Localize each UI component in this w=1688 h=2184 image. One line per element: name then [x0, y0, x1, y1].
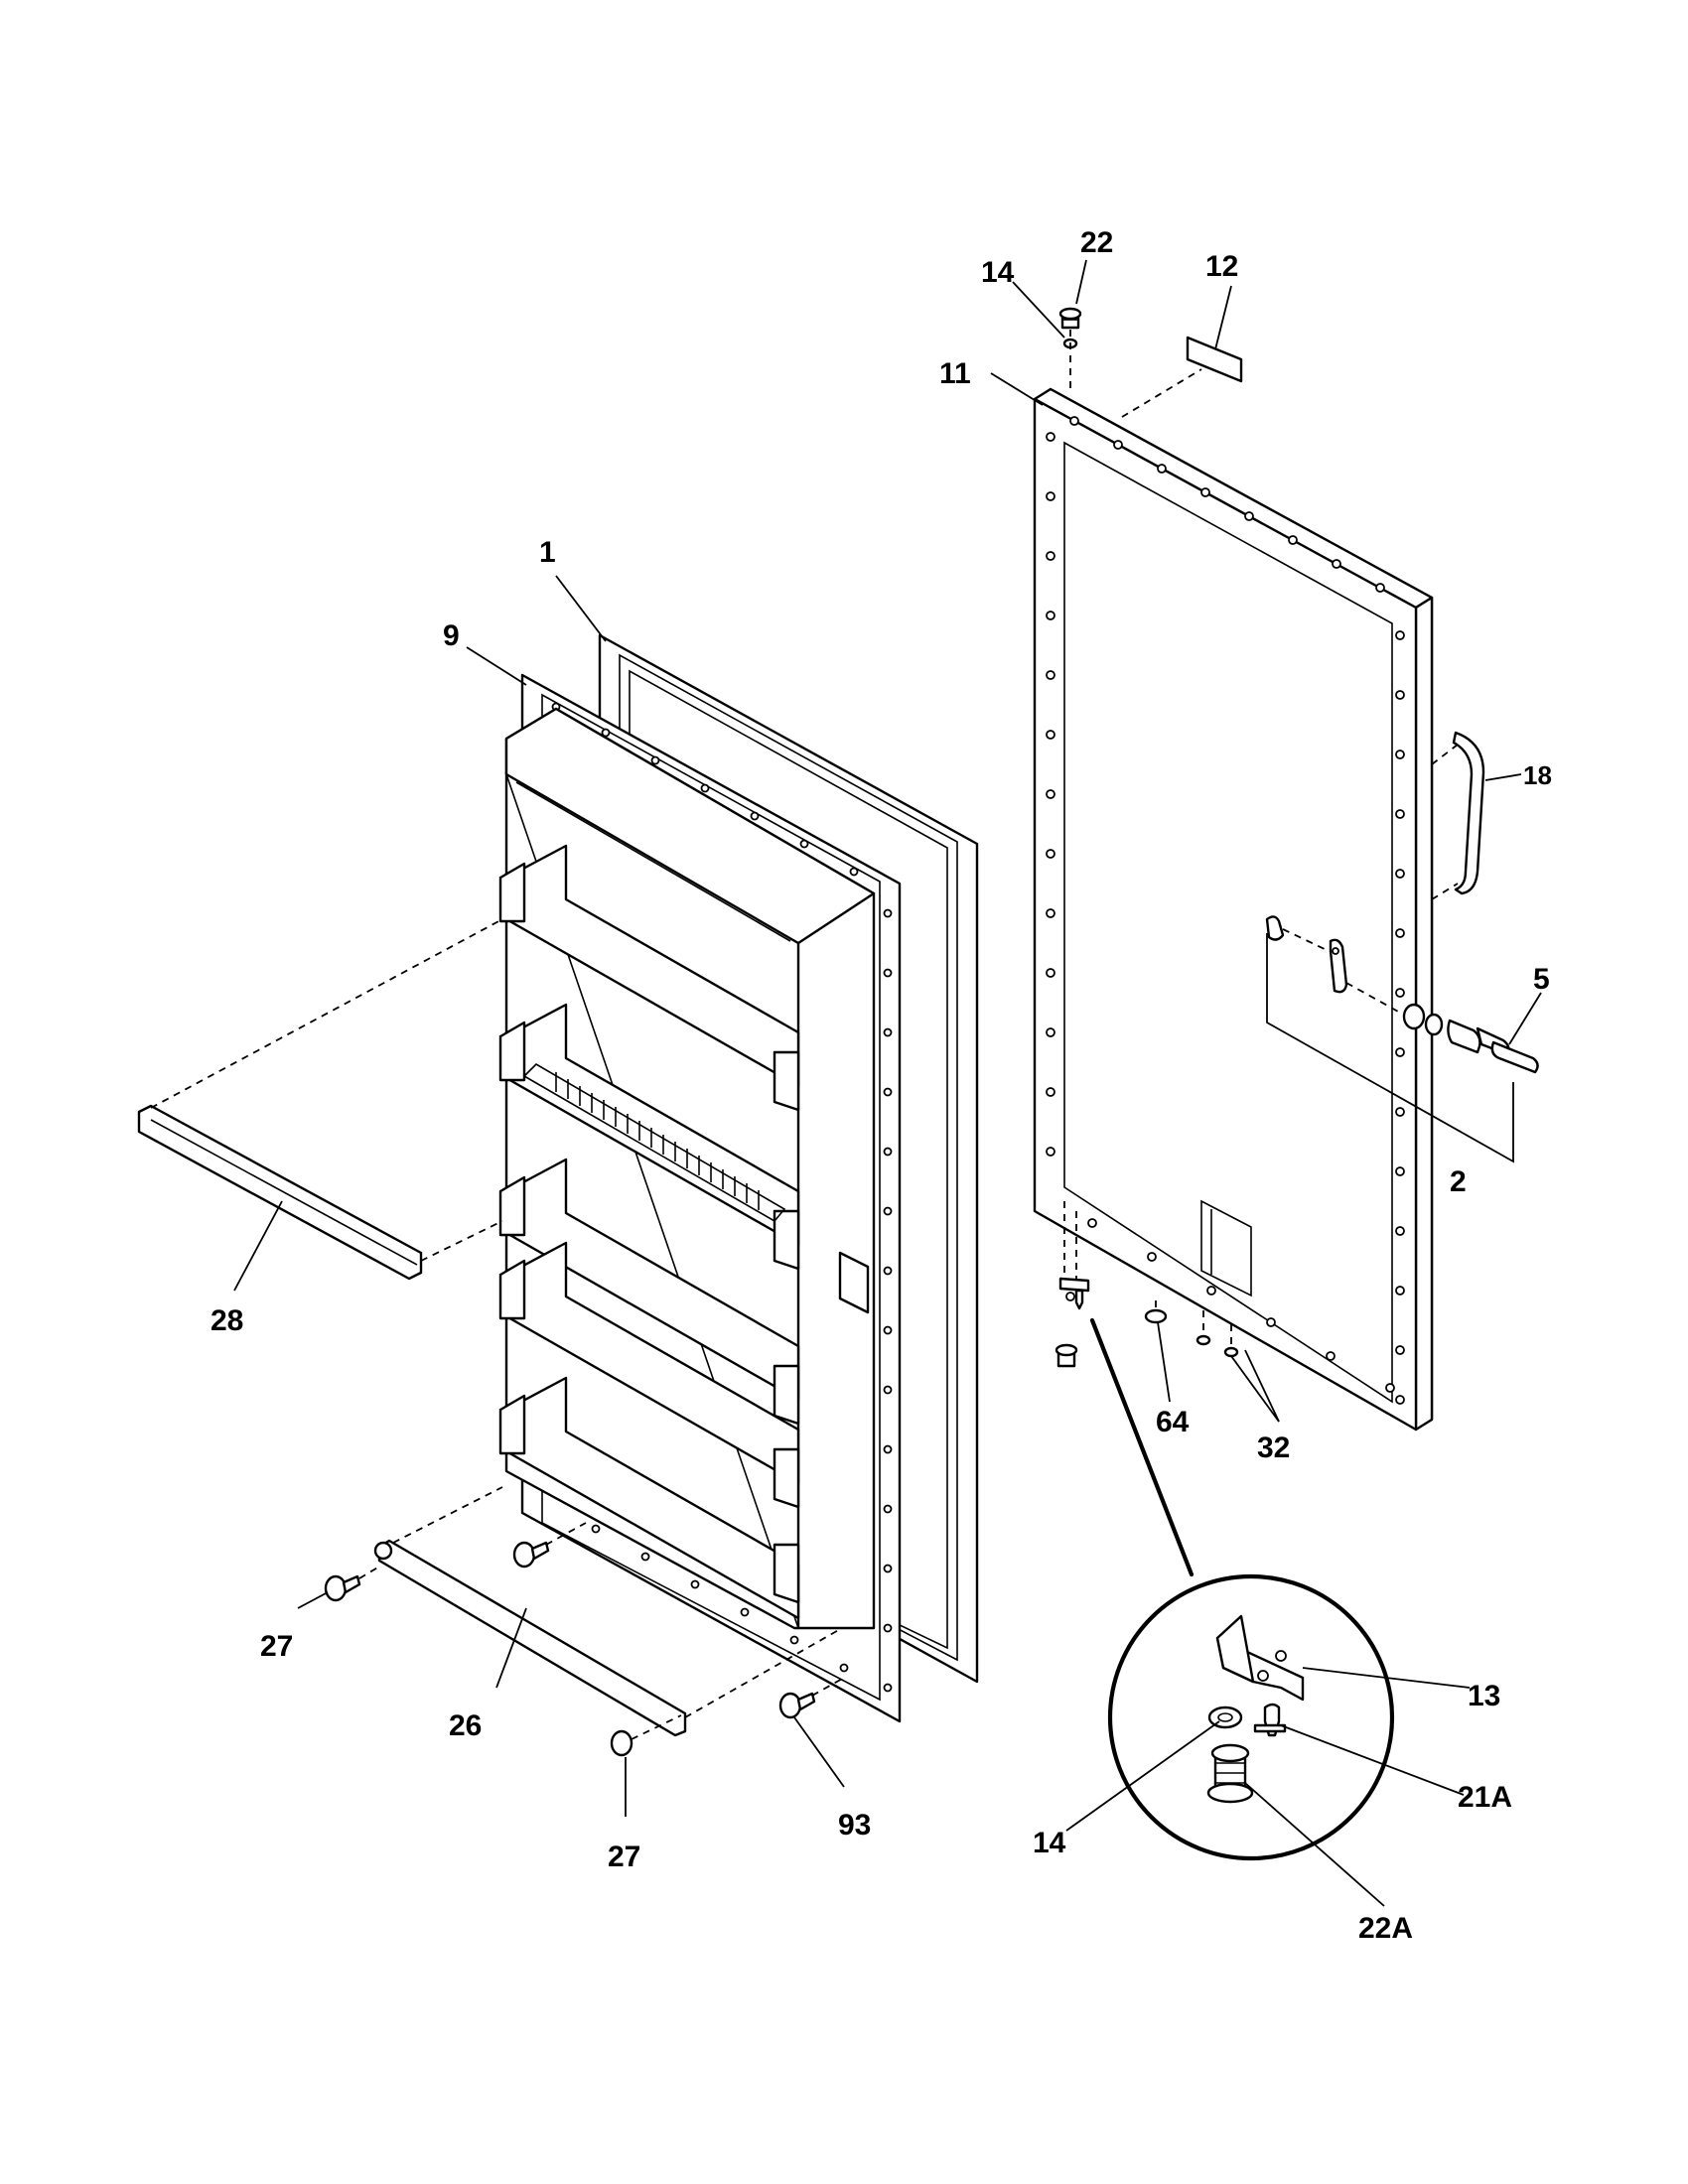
top-hinge-fasteners — [1058, 307, 1243, 418]
callout-64: 64 — [1156, 1406, 1190, 1438]
callout-9: 9 — [443, 619, 460, 652]
callout-22A: 22A — [1358, 1912, 1413, 1945]
callout-26: 26 — [449, 1709, 482, 1742]
shelf-bar-26 — [373, 1486, 843, 1737]
door-handle — [1431, 731, 1485, 900]
wire-shelf-grid — [555, 1072, 760, 1210]
callout-14-top: 14 — [981, 256, 1015, 289]
callout-1: 1 — [539, 536, 556, 569]
callout-12: 12 — [1205, 250, 1238, 283]
callout-14-detail: 14 — [1033, 1827, 1066, 1859]
callout-18: 18 — [1523, 760, 1552, 790]
callout-5: 5 — [1533, 963, 1550, 996]
leader-lines — [233, 259, 1542, 1907]
callout-labels: 1 9 28 27 26 27 93 14 22 12 11 18 5 2 64… — [211, 226, 1552, 1945]
callout-2: 2 — [1450, 1165, 1467, 1198]
lock-assembly — [1265, 915, 1539, 1163]
callout-27-lower: 27 — [608, 1841, 640, 1873]
inner-door-liner — [498, 633, 979, 1723]
outer-door-panel — [1033, 387, 1434, 1432]
callout-28: 28 — [211, 1304, 243, 1337]
shelf-bar-28 — [137, 918, 503, 1281]
detail-magnifier — [1107, 1573, 1395, 1861]
screws — [324, 1522, 845, 1757]
door-racks — [498, 844, 800, 1620]
callout-21A: 21A — [1458, 1781, 1512, 1814]
callout-11: 11 — [939, 357, 971, 390]
callout-93: 93 — [838, 1809, 871, 1842]
callout-27-upper: 27 — [260, 1630, 293, 1663]
callout-32: 32 — [1257, 1432, 1290, 1464]
liner-holes — [551, 702, 893, 1693]
bottom-hardware — [1055, 1201, 1239, 1577]
callout-22: 22 — [1080, 226, 1113, 259]
callout-13: 13 — [1468, 1680, 1500, 1712]
panel-holes — [1046, 416, 1405, 1405]
